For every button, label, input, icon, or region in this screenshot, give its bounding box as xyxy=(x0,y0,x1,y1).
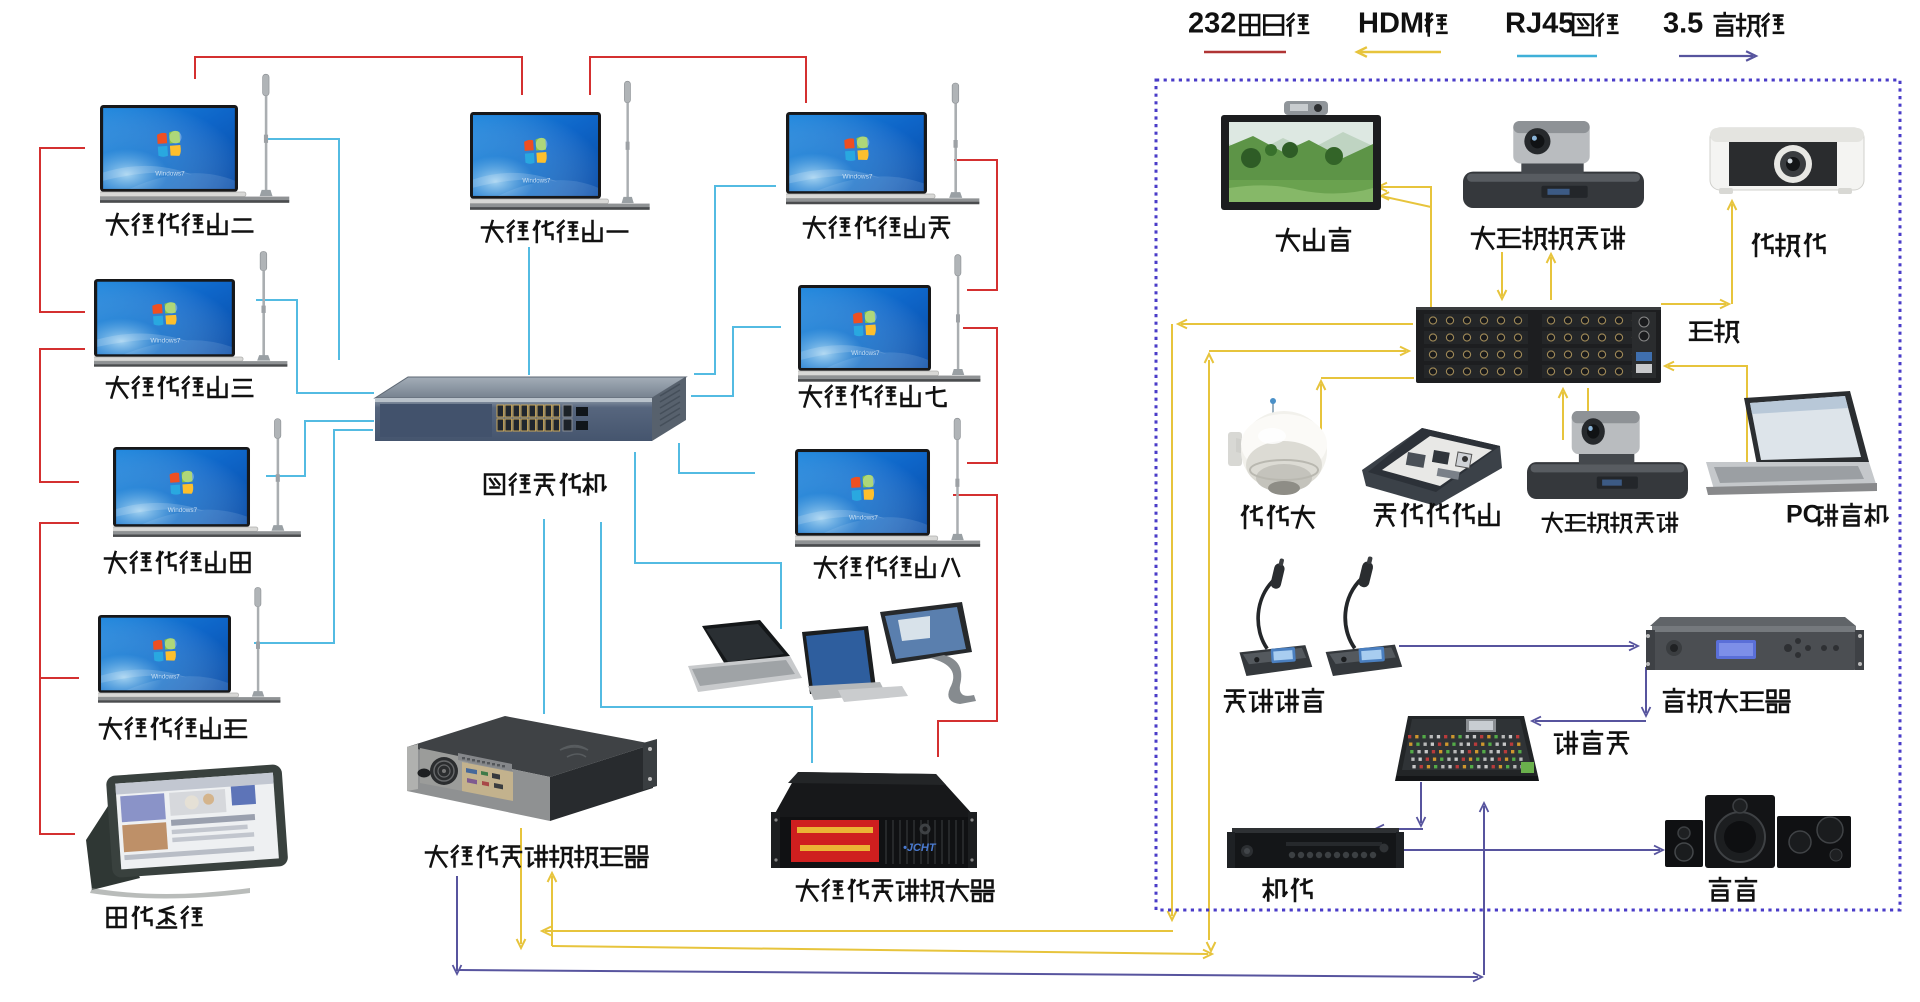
svg-text:PC: PC xyxy=(1786,501,1821,529)
svg-text:232: 232 xyxy=(1188,7,1236,39)
svg-text:HDMI: HDMI xyxy=(1358,7,1432,39)
svg-text:RJ45: RJ45 xyxy=(1505,7,1574,39)
svg-text:•JCHT: •JCHT xyxy=(903,842,937,854)
svg-text:3.5: 3.5 xyxy=(1663,7,1703,39)
